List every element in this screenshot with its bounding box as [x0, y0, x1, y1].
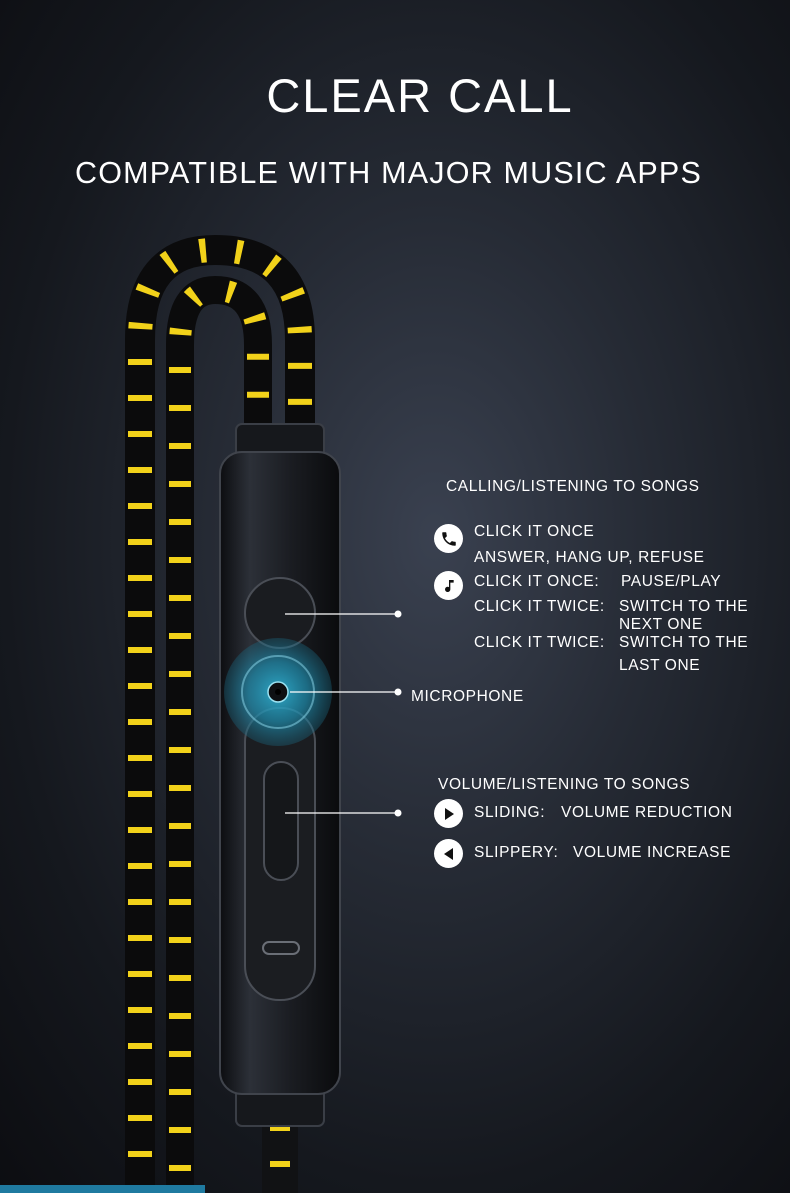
volume-slider-handle[interactable]: [263, 761, 299, 881]
calling-item-3-label: CLICK IT TWICE:: [474, 598, 605, 615]
calling-item-4-value-line1: SWITCH TO THE: [619, 634, 749, 651]
cable-inner: [166, 275, 272, 1193]
calling-item-4-value-line2: LAST ONE: [619, 657, 701, 674]
calling-item-3-value-line1: SWITCH TO THE: [619, 598, 749, 615]
volume-item-1-value: VOLUME REDUCTION: [561, 804, 733, 821]
music-note-icon: [434, 571, 463, 600]
bottom-accent-bar: [0, 1185, 205, 1193]
multifunction-button[interactable]: [244, 577, 316, 649]
calling-item-2-label: CLICK IT ONCE:: [474, 573, 600, 590]
calling-item-1-value: ANSWER, HANG UP, REFUSE: [474, 549, 705, 566]
play-right-icon: [434, 799, 463, 828]
indicator-slot: [262, 941, 300, 955]
headline: CLEAR CALL: [266, 69, 574, 122]
calling-item-3-value-line2: NEXT ONE: [619, 616, 703, 633]
play-left-icon: [434, 839, 463, 868]
subheadline: COMPATIBLE WITH MAJOR MUSIC APPS: [75, 156, 702, 190]
volume-item-2-value: VOLUME INCREASE: [573, 844, 732, 861]
cable-bottom: [262, 1120, 298, 1193]
calling-item-2-value: PAUSE/PLAY: [621, 573, 722, 590]
calling-item-1-label: CLICK IT ONCE: [474, 523, 595, 540]
cable-outer: [125, 234, 315, 1193]
phone-icon: [434, 524, 463, 553]
volume-item-1-label: SLIDING:: [474, 804, 546, 821]
microphone-label: MICROPHONE: [411, 688, 524, 705]
callout-lines: [285, 610, 402, 817]
volume-item-2-label: SLIPPERY:: [474, 844, 559, 861]
volume-section-title: VOLUME/LISTENING TO SONGS: [438, 776, 691, 793]
calling-section-title: CALLING/LISTENING TO SONGS: [446, 478, 700, 495]
calling-item-4-label: CLICK IT TWICE:: [474, 634, 605, 651]
